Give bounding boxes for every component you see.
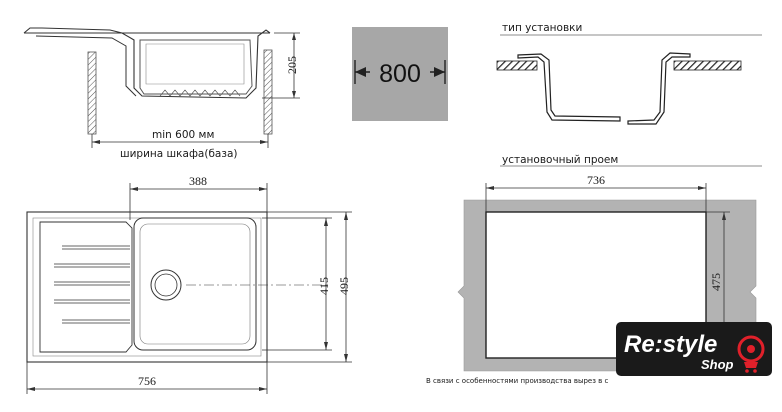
total-height-label: 495: [337, 277, 351, 295]
brand-logo: [616, 322, 772, 376]
cutout-width-dimension: [485, 183, 707, 212]
logo-brand: Re:style: [624, 331, 717, 358]
bowl-width-label: 388: [189, 174, 207, 188]
cabinet-width-label: ширина шкафа(база): [120, 148, 237, 160]
countertop-right: [673, 60, 742, 71]
cabinet-wall-right: [263, 49, 273, 135]
bowl-height-dimension: [262, 217, 332, 351]
min-cabinet-label: min 600 мм: [152, 129, 214, 141]
cutout-title: установочный проем: [502, 154, 618, 166]
total-width-label: 756: [138, 374, 156, 388]
size-badge-value: 800: [379, 60, 421, 88]
cabinet-width-dimension: [91, 134, 269, 148]
bowl-width-dimension: [129, 183, 268, 220]
cutout-width-label: 736: [587, 173, 605, 187]
sink-profile: [517, 52, 691, 125]
bowl-height-label: 415: [317, 277, 331, 295]
side-section-view: [23, 27, 271, 99]
cutout-height-label: 475: [709, 273, 723, 291]
footnote: В связи с особенностями производства выр…: [426, 377, 609, 385]
countertop-left: [496, 60, 538, 71]
top-view-sink: [26, 211, 330, 363]
total-height-dimension: [267, 211, 352, 363]
height-dimension: [262, 32, 300, 99]
total-width-dimension: [26, 362, 268, 394]
height-dim-label: 205: [285, 56, 299, 74]
install-type-title: тип установки: [502, 22, 582, 34]
logo-sub: Shop: [701, 357, 734, 372]
size-badge: [352, 27, 448, 121]
cabinet-wall-left: [87, 51, 97, 135]
